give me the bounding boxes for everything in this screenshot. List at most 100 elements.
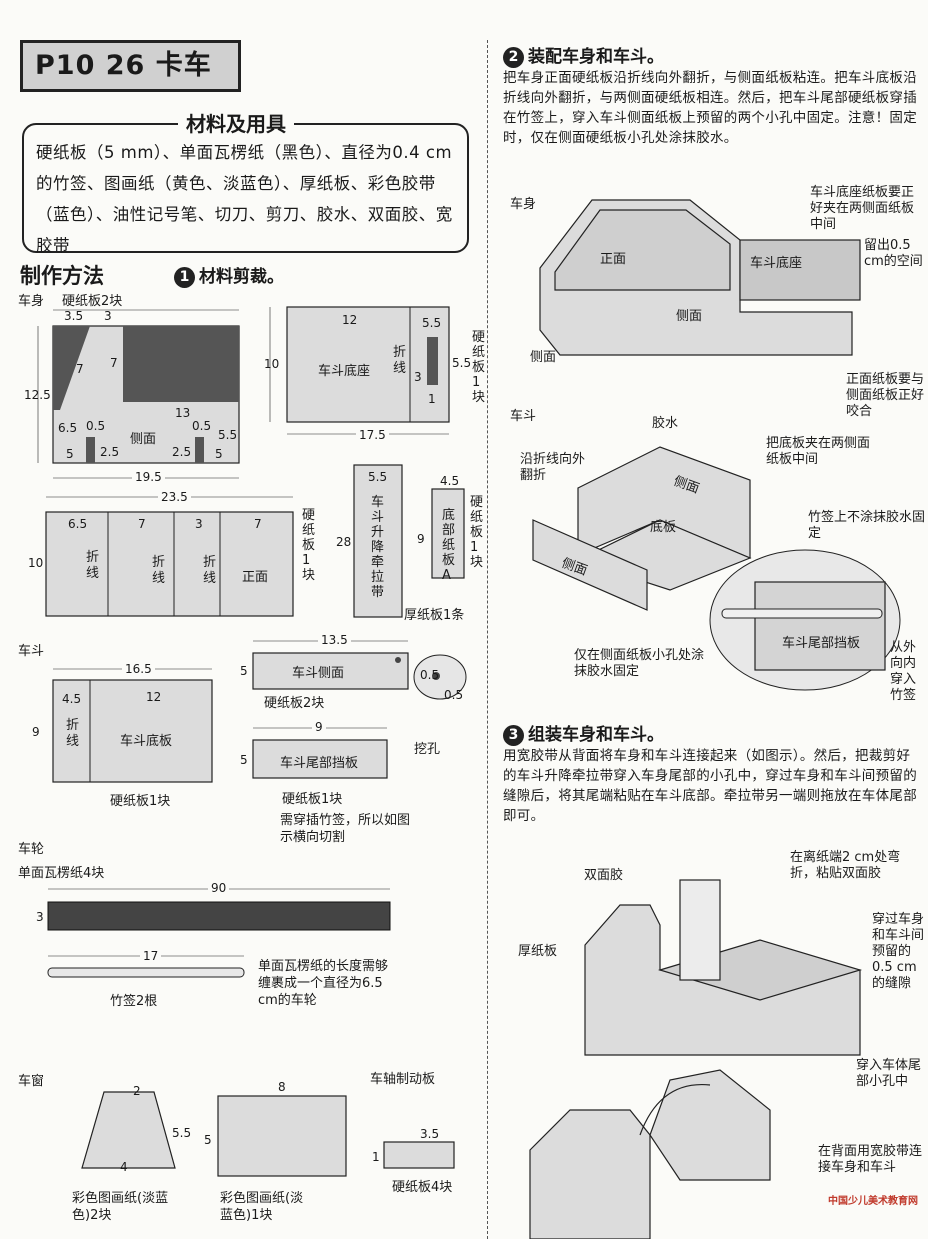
body-label: 车身	[18, 294, 45, 309]
dim: 3.5	[64, 309, 84, 323]
dim: 0.5	[420, 668, 440, 682]
materials-box: 硬纸板（5 mm）、单面瓦楞纸（黑色）、直径为0.4 cm的竹签、图画纸（黄色、…	[22, 123, 469, 255]
dim: 4	[120, 1160, 128, 1174]
bed-base-note: 硬纸板1块	[110, 794, 171, 809]
step2-body-label: 车身	[510, 197, 537, 212]
wheel-note: 单面瓦楞纸的长度需够缠裹成一个直径为6.5 cm的车轮	[258, 959, 389, 1008]
dim: 3.5	[420, 1127, 440, 1141]
dim: 12	[146, 690, 162, 704]
dim: 4.5	[62, 692, 82, 706]
tail-note: 硬纸板1块	[282, 792, 343, 807]
dim: 5.5	[422, 316, 442, 330]
front-label: 正面	[242, 570, 269, 585]
bottom-a-name: 底部纸板A	[442, 508, 456, 583]
bottom-a-note2: 厚纸板1条	[404, 608, 465, 623]
dim: 12	[342, 313, 358, 327]
site-logo: 中国少儿美术教育网	[828, 1196, 918, 1207]
step1-label: 材料剪裁。	[199, 267, 284, 287]
bed-base-name: 车斗底座	[318, 364, 371, 379]
materials-text: 硬纸板（5 mm）、单面瓦楞纸（黑色）、直径为0.4 cm的竹签、图画纸（黄色、…	[36, 143, 453, 255]
fold-label: 折线	[66, 718, 80, 749]
bed-side-name: 车斗侧面	[292, 666, 345, 681]
step2-text: 把车身正面硬纸板沿折线向外翻折，与侧面纸板粘连。把车斗底板沿折线向外翻折，与两侧…	[503, 70, 917, 146]
dim: 10	[264, 357, 280, 371]
dim: 5.5	[218, 428, 238, 442]
dim: 3	[104, 309, 112, 323]
step2-bed-label: 车斗	[510, 409, 537, 424]
window-label: 车窗	[18, 1074, 45, 1089]
dim: 2.5	[100, 445, 120, 459]
callout: 双面胶	[584, 868, 624, 883]
callout: 把底板夹在两侧面纸板中间	[766, 436, 871, 467]
callout: 正面纸板要与侧面纸板正好咬合	[846, 372, 925, 419]
dim: 19.5	[132, 470, 165, 484]
callout: 留出0.5 cm的空间	[864, 238, 923, 269]
method-heading: 制作方法	[20, 264, 104, 288]
dim: 17.5	[356, 428, 389, 442]
assembled-body-illustration	[539, 199, 861, 356]
dim: 0.5	[86, 419, 106, 433]
bed-side-note: 硬纸板2块	[264, 696, 325, 711]
callout: 穿过车身和车斗间预留的0.5 cm的缝隙	[872, 912, 925, 991]
lift-strap-name: 车斗升降牵拉带	[371, 495, 385, 600]
brake-label: 车轴制动板	[370, 1072, 436, 1087]
dim: 2.5	[172, 445, 192, 459]
fold-label: 折线	[152, 555, 166, 586]
dim: 5.5	[172, 1126, 192, 1140]
step3-title: 组装车身和车斗。	[528, 725, 664, 745]
front-strip-note: 硬纸板1块	[302, 508, 316, 583]
front-label: 正面	[600, 252, 627, 267]
dim: 5	[204, 1133, 212, 1147]
dim: 7	[254, 517, 262, 531]
dim: 1	[428, 392, 436, 406]
dim: 5	[240, 664, 248, 678]
page-title: P10 26 卡车	[20, 40, 241, 92]
callout: 胶水	[652, 416, 679, 431]
callout: 在离纸端2 cm处弯折，粘贴双面胶	[790, 850, 901, 881]
dim: 6.5	[58, 421, 78, 435]
dim: 5.5	[452, 356, 472, 370]
step3-number: 3	[503, 725, 524, 746]
callout: 仅在侧面纸板小孔处涂抹胶水固定	[574, 648, 705, 679]
callout: 竹签上不涂抹胶水固定	[808, 510, 926, 541]
body-sub: 硬纸板2块	[62, 294, 123, 309]
fold-label: 折线	[393, 345, 407, 376]
step3-back-illustration	[529, 1069, 771, 1239]
wheel-sub: 单面瓦楞纸4块	[18, 866, 105, 881]
callout: 从外向内穿入竹签	[890, 640, 917, 703]
rect-note: 彩色图画纸(淡蓝色)1块	[220, 1191, 304, 1223]
bottom-a-note: 硬纸板1块	[470, 495, 484, 570]
dim: 4.5	[440, 474, 460, 488]
dim: 7	[76, 362, 84, 376]
stick-note: 竹签2根	[110, 994, 158, 1009]
side-panel-name: 侧面	[130, 432, 157, 447]
wheel-label: 车轮	[18, 842, 45, 857]
dim: 13.5	[318, 633, 351, 647]
dim: 0.5	[192, 419, 212, 433]
dim: 13	[175, 406, 191, 420]
dim: 5	[240, 753, 248, 767]
bed-base-note: 硬纸板1块	[472, 330, 486, 405]
dim: 90	[208, 881, 230, 895]
materials-heading: 材料及用具	[178, 108, 294, 137]
dim: 12.5	[24, 388, 51, 402]
dim: 1	[372, 1150, 380, 1164]
dim: 9	[312, 720, 326, 734]
hole-label: 挖孔	[414, 742, 441, 757]
step3-assembly-illustration	[584, 879, 863, 1056]
dim: 2	[133, 1084, 141, 1098]
base-label: 车斗底座	[750, 256, 803, 271]
bed-parts-illustration	[532, 446, 752, 611]
base-label: 底板	[650, 520, 677, 535]
dim: 28	[336, 535, 352, 549]
callout: 厚纸板	[518, 944, 558, 959]
dim: 16.5	[122, 662, 155, 676]
dim: 5	[215, 447, 223, 461]
dim: 0.5	[444, 688, 464, 702]
fold-label: 折线	[86, 550, 100, 581]
callout: 车斗底座纸板要正好夹在两侧面纸板中间	[810, 185, 915, 232]
